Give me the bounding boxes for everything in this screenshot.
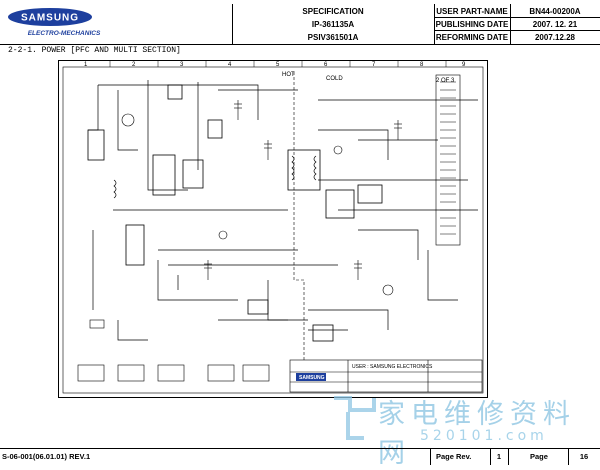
page-rev-label: Page Rev. [436,452,472,461]
hot-label: HOT [282,72,295,78]
grid-number: 2 [132,62,136,68]
grid-number: 8 [420,62,424,68]
page-number: 16 [579,452,589,461]
circuit-schematic: 1 2 3 4 5 6 7 8 9 HOT COLD 2 OF 3 [58,60,488,398]
user-part-label: USER PART-NAME [436,7,508,16]
grid-number: 4 [228,62,232,68]
page-label: Page [530,452,548,461]
svg-text:SAMSUNG: SAMSUNG [21,13,79,24]
sheet-label: 2 OF 3 [436,78,455,84]
section-title: 2-2-1. POWER [PFC AND MULTI SECTION] [8,46,181,55]
samsung-logo: SAMSUNG ELECTRO-MECHANICS [8,8,101,37]
reforming-date-label: REFORMING DATE [435,33,509,42]
document-header: SAMSUNG ELECTRO-MECHANICS SPECIFICATION … [0,0,600,45]
watermark-graphic [334,396,376,440]
doc-code: S-06-001(06.01.01) REV.1 [2,452,91,461]
page-rev-value: 1 [496,452,502,461]
grid-number: 3 [180,62,184,68]
cold-label: COLD [326,76,343,82]
user-part-value: BN44-00200A [529,7,581,16]
part-code: PSIV361501A [307,33,359,42]
reforming-date-value: 2007.12.28 [534,33,576,42]
publishing-date-value: 2007. 12. 21 [532,20,578,29]
grid-number: 6 [324,62,328,68]
watermark-chinese: 家电维修资料网 [378,399,576,469]
publishing-date-label: PUBLISHING DATE [435,20,509,29]
grid-number: 1 [84,62,88,68]
spec-label: SPECIFICATION [302,7,364,16]
watermark-url: 520101.com [420,428,548,444]
model-number: IP-361135A [311,20,355,29]
title-block-company: USER : SAMSUNG ELECTRONICS [352,364,433,370]
grid-number: 9 [462,62,466,68]
grid-number: 5 [276,62,280,68]
svg-text:ELECTRO-MECHANICS: ELECTRO-MECHANICS [28,30,101,37]
title-block-logo: SAMSUNG [299,375,325,381]
document-footer: S-06-001(06.01.01) REV.1 Page Rev. 1 Pag… [0,448,600,465]
grid-number: 7 [372,62,376,68]
